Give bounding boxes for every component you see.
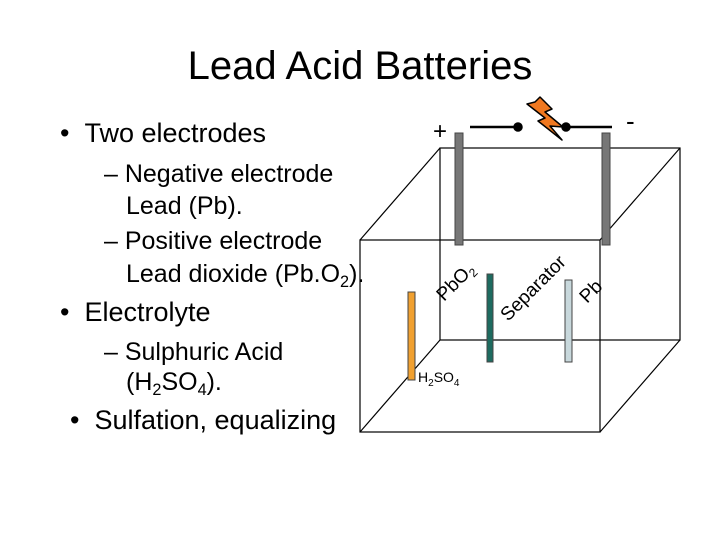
- bullet-two-electrodes: • Two electrodes: [60, 118, 266, 149]
- h2so4-h: H: [418, 369, 428, 385]
- acid-text-end: ).: [206, 368, 222, 396]
- h2so4-sub1: 2: [428, 378, 434, 389]
- separator-label-text: Separator: [497, 251, 571, 325]
- bullet-dot: •: [60, 118, 85, 148]
- positive-electrode-rod: [454, 132, 464, 246]
- pb-label: Pb: [576, 276, 607, 307]
- circuit-wires: [470, 122, 612, 132]
- bullet-dot: •: [70, 405, 95, 435]
- negative-electrode-heading: – Negative electrode: [104, 160, 334, 188]
- box-edge: [599, 147, 681, 241]
- box-edge: [599, 339, 681, 433]
- separator-plate: [486, 273, 494, 363]
- box-front-face: [359, 239, 601, 433]
- positive-electrode-heading: – Positive electrode: [104, 227, 323, 255]
- acid-text-subscript2: 4: [197, 380, 207, 399]
- bullet-text: Electrolyte: [84, 297, 211, 327]
- box-back-face: [439, 147, 681, 341]
- pos-text-subscript: 2: [340, 272, 350, 291]
- bullet-electrolyte: • Electrolyte: [60, 297, 211, 328]
- negative-electrode-plate: [564, 279, 573, 363]
- bullet-text: Two electrodes: [84, 118, 267, 148]
- positive-terminal-label: +: [433, 118, 447, 145]
- electrolyte-label: H2SO4: [418, 369, 460, 389]
- positive-electrode-plate: [407, 291, 416, 381]
- battery-box: [359, 147, 681, 433]
- h2so4-sub2: 4: [454, 378, 460, 389]
- acid-text-subscript: 2: [152, 380, 162, 399]
- page-title: Lead Acid Batteries: [187, 44, 533, 88]
- separator-label: Separator: [497, 251, 571, 325]
- bullet-text: Sulfation, equalizing: [94, 405, 337, 435]
- acid-text-middle: SO: [161, 368, 198, 396]
- negative-electrode-rod: [601, 132, 611, 246]
- acid-text-start: (H: [126, 368, 153, 396]
- h2so4-so: SO: [434, 369, 454, 385]
- bullet-sulfation: • Sulfation, equalizing: [70, 405, 336, 436]
- negative-electrode-material: Lead (Pb).: [126, 192, 243, 220]
- pos-text-main: Lead dioxide (Pb.O: [126, 260, 341, 288]
- lightning-icon: [526, 96, 564, 141]
- terminal-contact: [513, 122, 523, 132]
- box-edge: [359, 147, 441, 241]
- pb-label-text: Pb: [576, 276, 607, 307]
- negative-terminal-label: -: [626, 106, 635, 136]
- bullet-dot: •: [60, 297, 85, 327]
- sulphuric-acid-formula: (H2SO4).: [126, 368, 222, 400]
- sulphuric-acid-heading: – Sulphuric Acid: [104, 338, 284, 366]
- box-edge: [359, 339, 441, 433]
